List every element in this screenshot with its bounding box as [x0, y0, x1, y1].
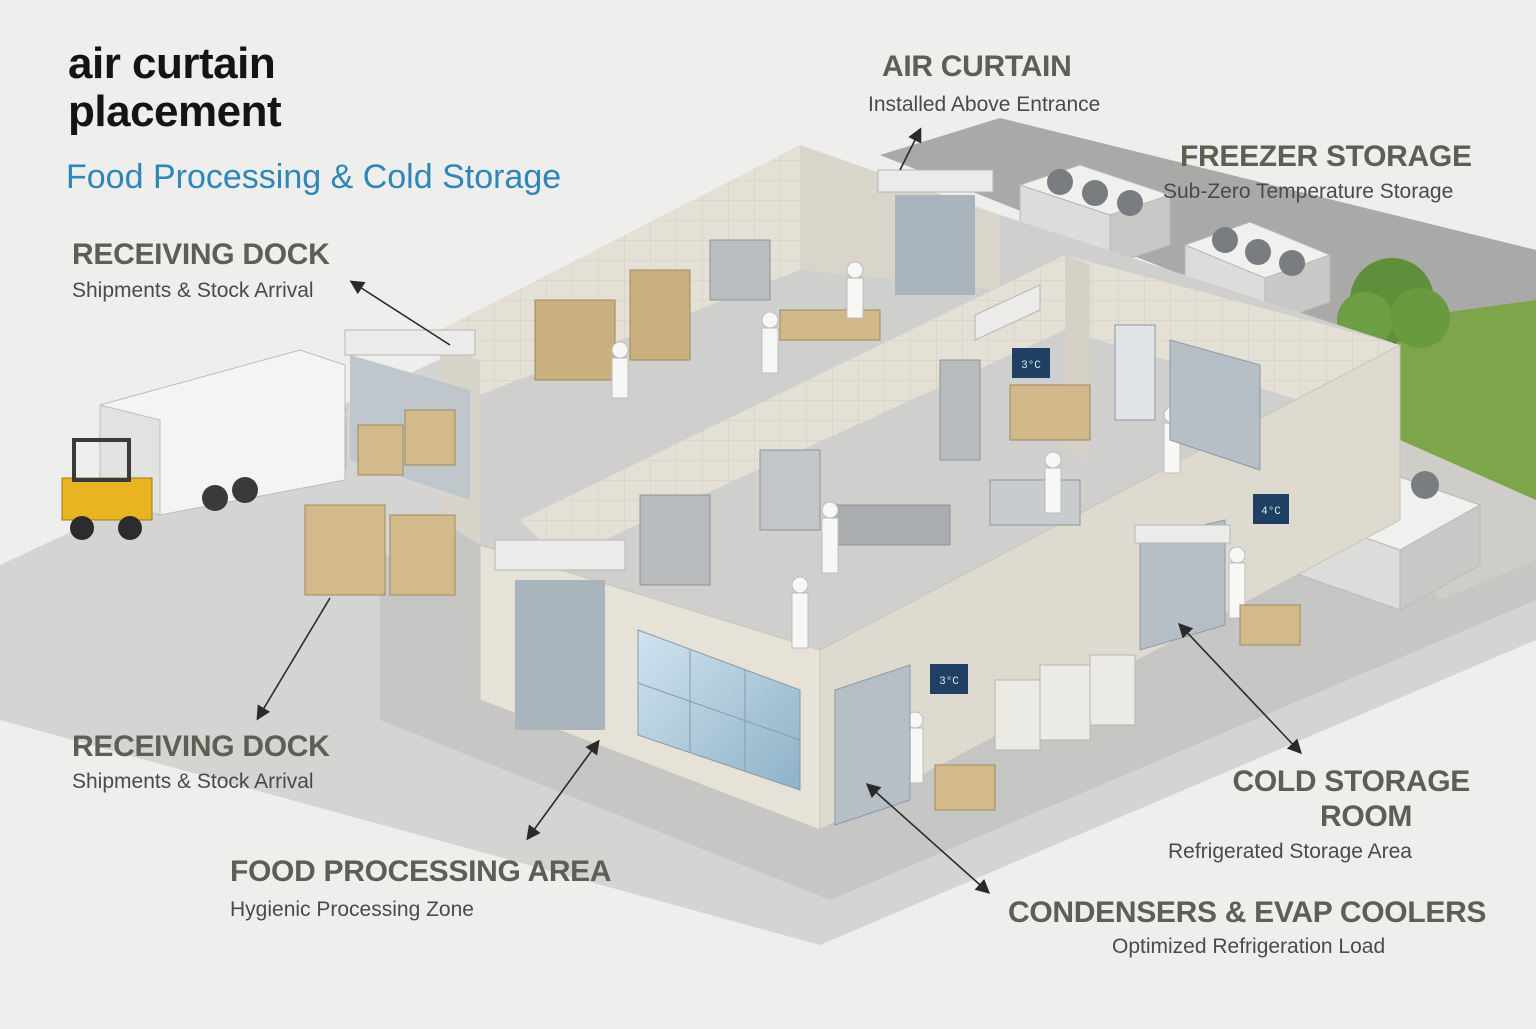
- arrow-receiving-dock-bottom: [256, 597, 331, 721]
- pallet-boxes-dock: [357, 409, 456, 476]
- receiving-dock-bottom-heading: RECEIVING DOCK: [72, 730, 330, 763]
- temp-display-3-text: 3°C: [939, 676, 959, 688]
- temp-display-1-text: 3°C: [1021, 360, 1041, 372]
- freezer-storage-heading: FREEZER STORAGE: [1180, 140, 1472, 173]
- forklift: [61, 438, 153, 540]
- temp-display-1: 3°C: [1012, 348, 1050, 378]
- receiving-dock-top-heading: RECEIVING DOCK: [72, 238, 330, 271]
- arrow-air-curtain: [899, 127, 922, 171]
- cold-storage-door: [1134, 519, 1231, 651]
- arrow-food-processing: [526, 739, 600, 841]
- cold-storage-heading-line1: COLD STORAGE: [1232, 765, 1470, 798]
- wrapped-pallets: [994, 654, 1136, 751]
- page-title: air curtain placement: [68, 39, 282, 136]
- cold-storage-heading-line2: ROOM: [1320, 800, 1413, 833]
- air-curtain-subtext: Installed Above Entrance: [868, 93, 1101, 116]
- freezer-room-door: [1114, 324, 1261, 471]
- arrow-cold-storage: [1178, 622, 1302, 755]
- arrow-condensers: [865, 783, 991, 894]
- food-processing-heading: FOOD PROCESSING AREA: [230, 855, 612, 888]
- page-subtitle: Food Processing & Cold Storage: [66, 158, 562, 196]
- rear-room-back-wall: [440, 145, 800, 395]
- air-curtain-heading: AIR CURTAIN: [882, 50, 1072, 83]
- processing-back-wall: [520, 255, 1065, 560]
- leader-lines: [256, 127, 1302, 894]
- rooftop-condenser-unit-1: [1018, 164, 1172, 266]
- cold-storage-subtext: Refrigerated Storage Area: [1168, 840, 1412, 863]
- temp-display-2: 4°C: [1253, 494, 1289, 524]
- temp-display-2-text: 4°C: [1261, 506, 1281, 518]
- food-processing-subtext: Hygienic Processing Zone: [230, 898, 474, 921]
- processing-window: [637, 629, 801, 791]
- arrow-receiving-dock-top: [349, 280, 451, 346]
- processing-entrance-door: [494, 539, 626, 730]
- receiving-dock-top-subtext: Shipments & Stock Arrival: [72, 279, 314, 302]
- freezer-room-back-wall: [1065, 255, 1400, 430]
- condensers-subtext: Optimized Refrigeration Load: [1112, 935, 1386, 958]
- pallet-boxes-yard: [304, 504, 456, 596]
- temp-display-3: 3°C: [930, 664, 968, 694]
- air-curtain-rear-entrance: [877, 169, 994, 295]
- rear-room-shelving: [534, 239, 881, 381]
- front-cold-door: [834, 664, 911, 826]
- processing-equipment: [639, 359, 1081, 586]
- receiving-dock-bottom-subtext: Shipments & Stock Arrival: [72, 770, 314, 793]
- condensers-heading: CONDENSERS & EVAP COOLERS: [1008, 896, 1487, 929]
- evaporator-unit: [974, 284, 1041, 341]
- freezer-storage-subtext: Sub-Zero Temperature Storage: [1163, 180, 1454, 203]
